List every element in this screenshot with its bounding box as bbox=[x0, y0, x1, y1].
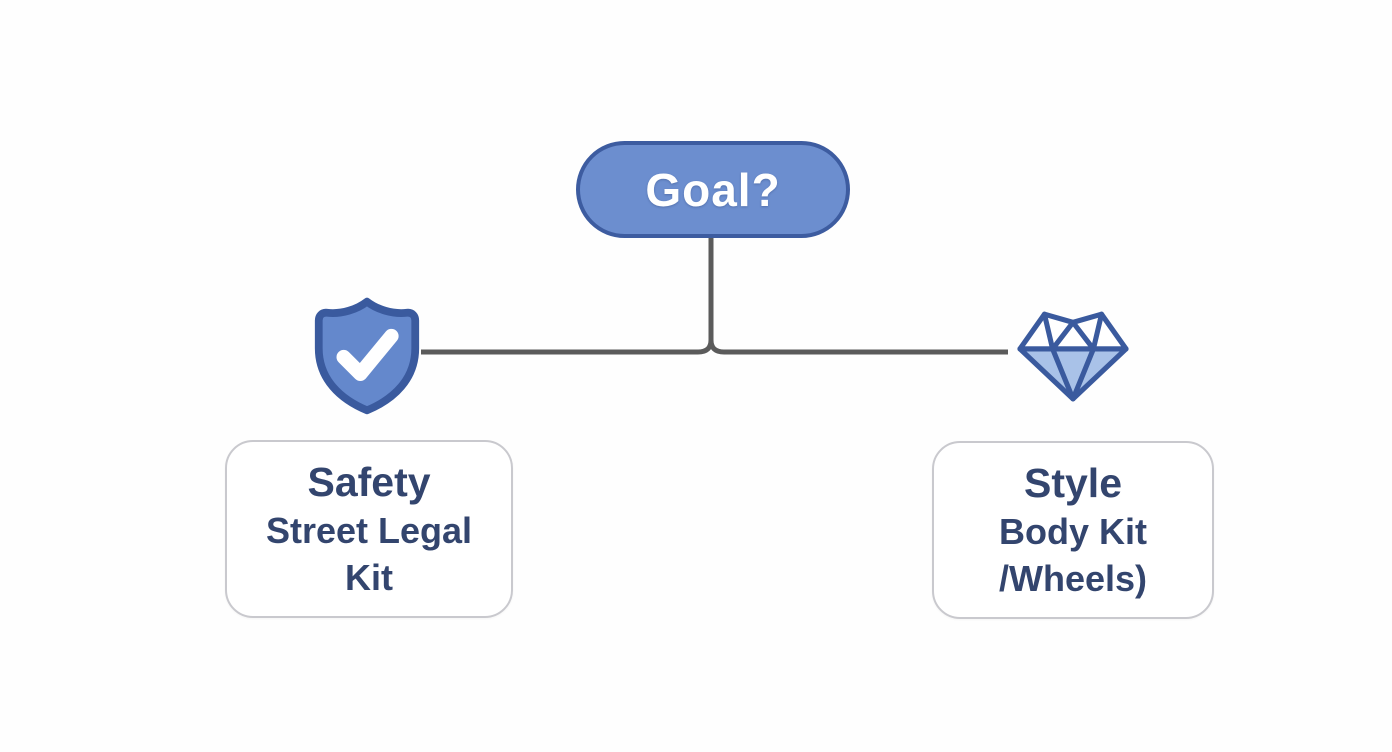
shield-check-icon bbox=[310, 295, 424, 417]
branch-subtitle-safety: Street Legal Kit bbox=[265, 509, 473, 598]
branch-box-safety: Safety Street Legal Kit bbox=[225, 440, 513, 618]
connector-right-branch bbox=[708, 236, 1008, 355]
branch-title-safety: Safety bbox=[307, 458, 431, 505]
root-node-goal: Goal? bbox=[576, 141, 850, 238]
connector-left-branch bbox=[421, 236, 714, 355]
branch-title-style: Style bbox=[1024, 459, 1122, 506]
root-node-label: Goal? bbox=[645, 163, 781, 216]
diamond-icon bbox=[1003, 303, 1143, 405]
branch-box-style: Style Body Kit /Wheels) bbox=[932, 441, 1214, 619]
branch-subtitle-style: Body Kit /Wheels) bbox=[998, 510, 1148, 599]
